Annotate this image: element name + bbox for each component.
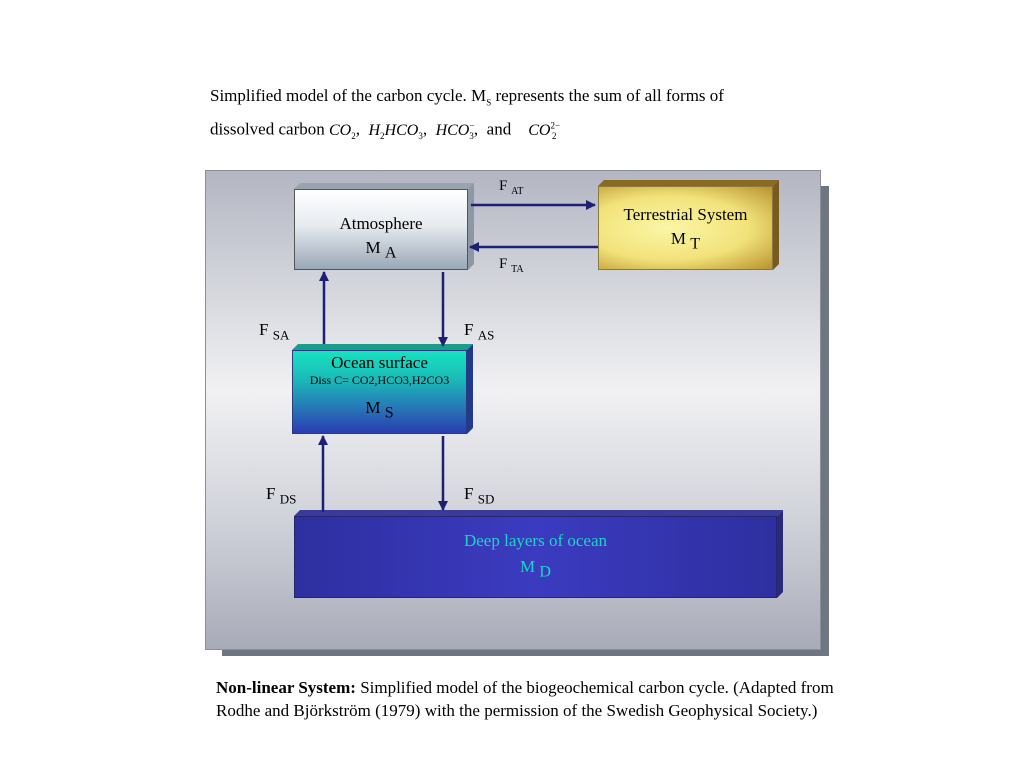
atmosphere-title: Atmosphere [339, 214, 423, 233]
ocean-surface-mass: M S [365, 398, 394, 422]
deep-ocean-box-side [777, 510, 783, 598]
terrestrial-box-top [598, 180, 779, 186]
formula-h2hco3: H2HCO3 [368, 121, 423, 141]
deep-ocean-box: Deep layers of ocean M D [294, 510, 783, 598]
intro-text: Simplified model of the carbon cycle. MS… [210, 84, 830, 148]
terrestrial-box-side [773, 180, 779, 270]
ocean-surface-box-top [292, 344, 473, 350]
formula-co3: CO2−2 [528, 120, 561, 141]
atmosphere-box-top [294, 183, 474, 189]
flux-label-sa: F SA [259, 320, 290, 343]
terrestrial-mass: M T [670, 229, 701, 253]
flux-label-ds: F DS [266, 484, 297, 507]
deep-ocean-title: Deep layers of ocean [463, 531, 607, 550]
flux-label-at: F AT [499, 178, 524, 197]
atmosphere-mass: M A [365, 238, 397, 262]
figure-caption: Non-linear System: Simplified model of t… [216, 678, 834, 720]
formula-co2: CO2 [328, 121, 356, 141]
terrestrial-box: Terrestrial System M T [598, 180, 779, 270]
deep-ocean-box-top [294, 510, 783, 516]
intro-line-2: dissolved carbon CO2, H2HCO3, HCO−3, and… [210, 119, 561, 141]
ocean-surface-box: Ocean surface Diss C= CO2,HCO3,H2CO3 M S [292, 344, 473, 434]
atmosphere-box-side [468, 183, 474, 270]
terrestrial-box-face: Terrestrial System M T [598, 186, 773, 270]
formula-hco3: HCO−3 [435, 120, 475, 141]
deep-ocean-box-face: Deep layers of ocean M D [294, 516, 777, 598]
ocean-surface-subtitle: Diss C= CO2,HCO3,H2CO3 [309, 373, 450, 387]
terrestrial-title: Terrestrial System [623, 205, 748, 224]
flux-label-sd: F SD [464, 484, 495, 507]
flux-label-as: F AS [464, 320, 495, 343]
ocean-surface-title: Ocean surface [331, 353, 428, 372]
deep-ocean-mass: M D [520, 557, 551, 581]
ocean-surface-box-face: Ocean surface Diss C= CO2,HCO3,H2CO3 M S [292, 350, 467, 434]
atmosphere-box: Atmosphere M A [294, 183, 474, 270]
intro-line-1: Simplified model of the carbon cycle. MS… [210, 86, 724, 108]
ocean-surface-box-side [467, 344, 473, 434]
atmosphere-box-face: Atmosphere M A [294, 189, 468, 270]
flux-label-ta: F TA [499, 256, 524, 275]
